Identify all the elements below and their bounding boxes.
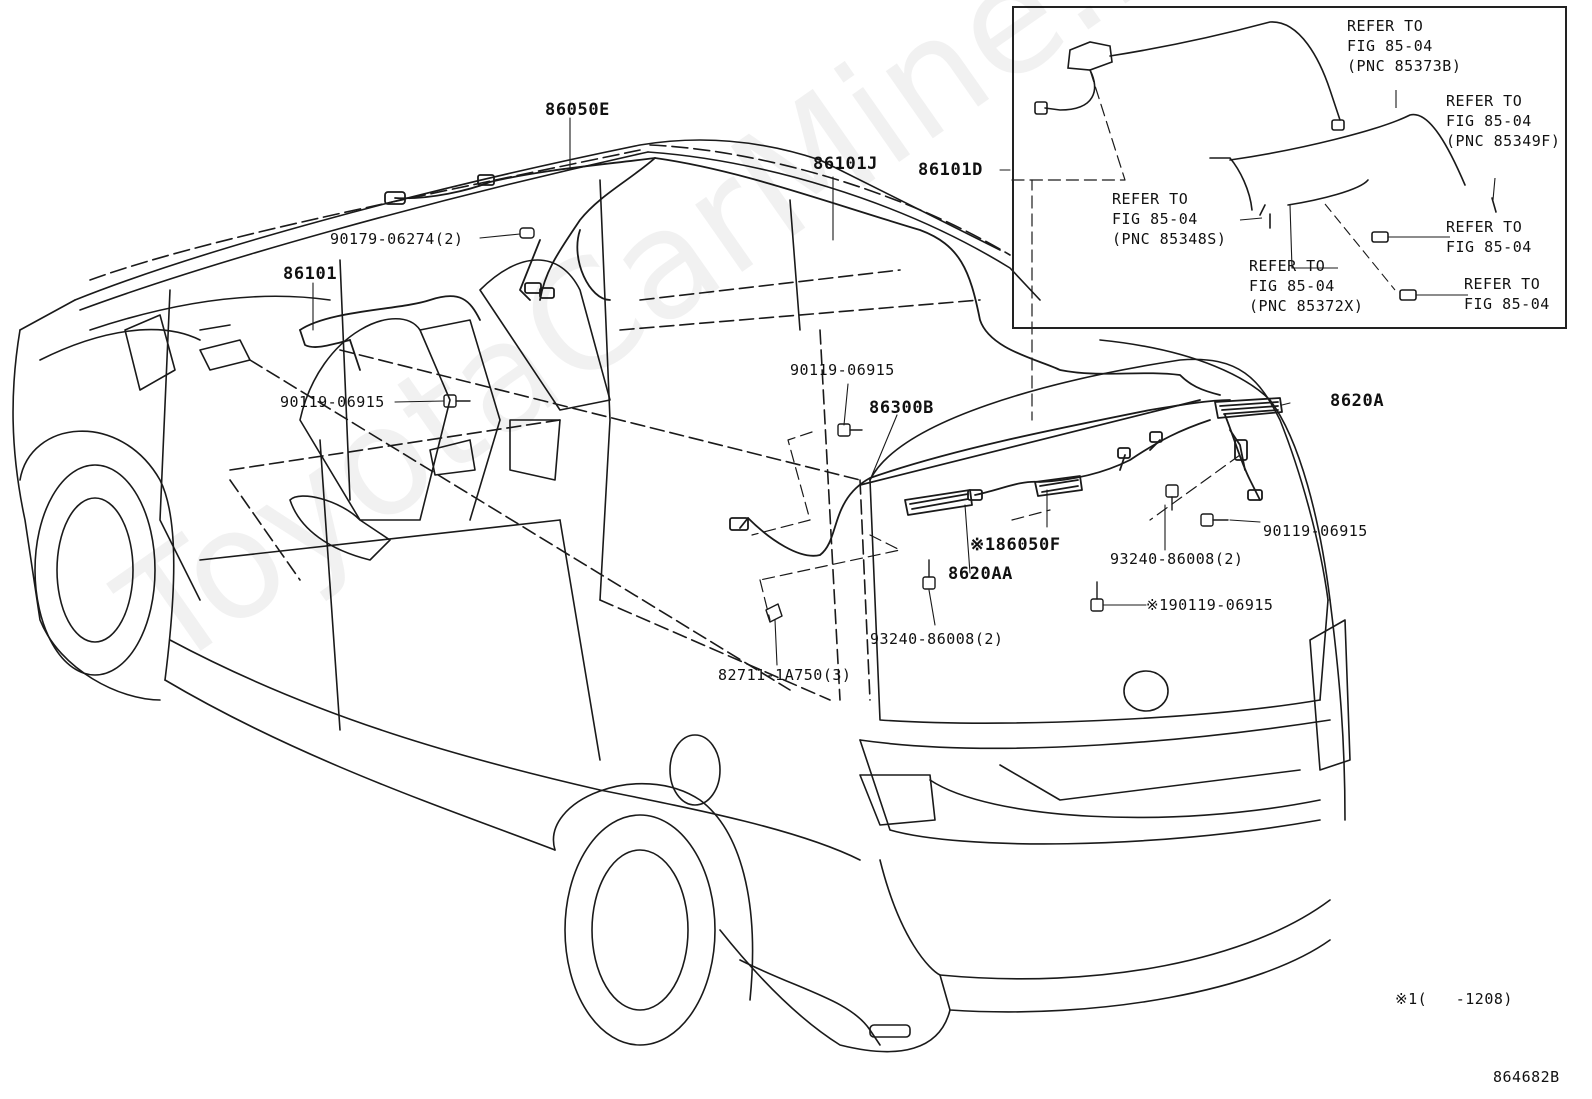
ref-label-85373B[interactable]: REFER TO FIG 85-04 (PNC 85373B) <box>1347 16 1461 76</box>
ref-line: FIG 85-04 <box>1112 210 1198 228</box>
part-label-93240-86008-low[interactable]: 93240-86008(2) <box>870 630 1004 648</box>
part-label-90119-06915-left[interactable]: 90119-06915 <box>280 393 385 411</box>
ref-label-85348S[interactable]: REFER TO FIG 85-04 (PNC 85348S) <box>1112 189 1226 249</box>
ref-line: FIG 85-04 <box>1446 238 1532 256</box>
part-label-86101D[interactable]: 86101D <box>918 160 984 180</box>
part-label-86101[interactable]: 86101 <box>283 264 338 284</box>
inset-dashed-links <box>751 69 1241 621</box>
part-label-90119-06915-star[interactable]: ※190119-06915 <box>1146 596 1274 614</box>
ref-line: REFER TO <box>1446 92 1523 110</box>
footnote: ※1( -1208) <box>1395 990 1513 1008</box>
ref-line: REFER TO <box>1464 275 1541 293</box>
ref-line: FIG 85-04 <box>1249 277 1335 295</box>
ref-line: REFER TO <box>1112 190 1189 208</box>
part-label-8620A[interactable]: 8620A <box>1330 391 1385 411</box>
part-label-86050E[interactable]: 86050E <box>545 100 611 120</box>
ref-line: FIG 85-04 <box>1464 295 1550 313</box>
inset-detail-harness <box>1034 21 1497 301</box>
ref-line: REFER TO <box>1249 257 1326 275</box>
ref-label-85372X[interactable]: REFER TO FIG 85-04 (PNC 85372X) <box>1249 256 1363 316</box>
clip-icon-90179 <box>519 227 535 239</box>
ref-label-fig-85-04-a[interactable]: REFER TO FIG 85-04 <box>1446 217 1532 257</box>
diagram-id: 864682B <box>1493 1068 1560 1086</box>
screw-icon-low <box>922 559 936 590</box>
part-label-90119-06915-mid[interactable]: 90119-06915 <box>790 361 895 379</box>
part-label-86300B[interactable]: 86300B <box>869 398 935 418</box>
clip-icon <box>765 603 783 623</box>
part-label-90119-06915-right[interactable]: 90119-06915 <box>1263 522 1368 540</box>
ref-line: (PNC 85348S) <box>1112 230 1227 248</box>
ref-line: REFER TO <box>1446 218 1523 236</box>
ref-line: FIG 85-04 <box>1446 112 1532 130</box>
wire-harnesses <box>299 157 1283 557</box>
bolt-icon-mid <box>837 423 863 437</box>
ref-line: FIG 85-04 <box>1347 37 1433 55</box>
ref-line: REFER TO <box>1347 17 1424 35</box>
part-label-86101J[interactable]: 86101J <box>813 154 879 174</box>
part-label-8620AA[interactable]: 8620AA <box>948 564 1014 584</box>
ref-label-85349F[interactable]: REFER TO FIG 85-04 (PNC 85349F) <box>1446 91 1560 151</box>
vehicle-body <box>12 139 1351 1053</box>
leader-lines <box>312 117 1291 666</box>
ref-line: (PNC 85372X) <box>1249 297 1364 315</box>
ref-line: (PNC 85349F) <box>1446 132 1561 150</box>
ref-line: (PNC 85373B) <box>1347 57 1462 75</box>
ref-label-fig-85-04-b[interactable]: REFER TO FIG 85-04 <box>1464 274 1550 314</box>
inset-leaders <box>1239 90 1496 296</box>
screw-icon-right <box>1165 484 1179 511</box>
part-label-86050F[interactable]: ※186050F <box>970 535 1061 555</box>
part-label-82711-1A750[interactable]: 82711-1A750(3) <box>718 666 852 684</box>
part-label-93240-86008-right[interactable]: 93240-86008(2) <box>1110 550 1244 568</box>
part-label-90179-06274[interactable]: 90179-06274(2) <box>330 230 464 248</box>
inset-frame <box>1012 6 1567 329</box>
bolt-icon-star <box>1090 581 1104 612</box>
bolt-icon-right <box>1200 513 1229 527</box>
